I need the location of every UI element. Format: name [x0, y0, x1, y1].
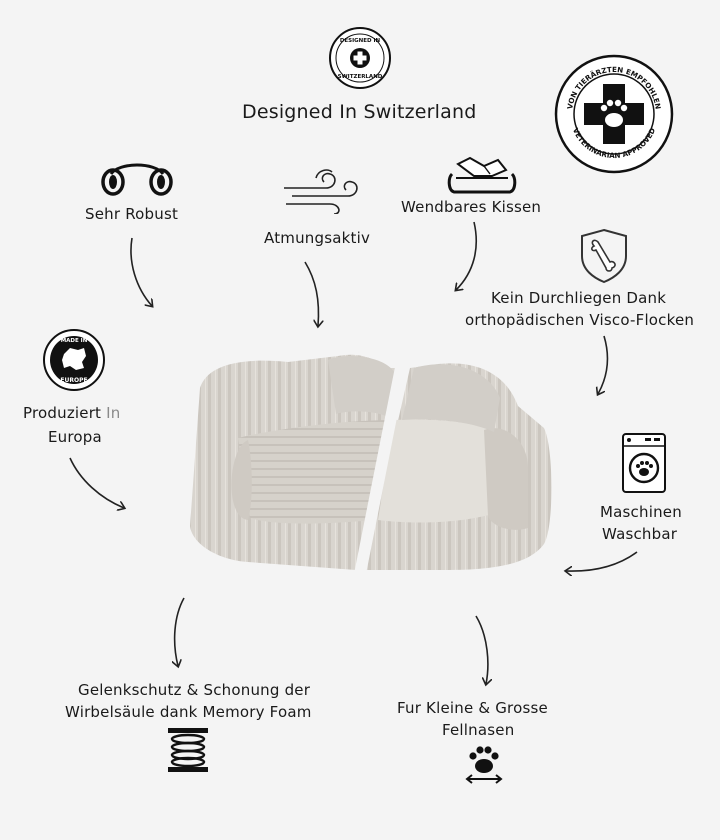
memory-foam-spring-icon [168, 728, 208, 772]
feature-joint-label-2: Wirbelsäule dank Memory Foam [65, 703, 312, 721]
feature-europe-label-1: Produziert In [23, 402, 120, 424]
feature-breathable-label: Atmungsaktiv [264, 229, 371, 247]
arrow-no-sag [598, 335, 609, 394]
arrow-breathable [304, 261, 318, 326]
bed-pillow-icon [447, 156, 517, 194]
feature-no-sag-label-1: Kein Durchliegen Dank [491, 289, 667, 307]
feature-size-label-2: Fellnasen [442, 721, 515, 739]
swiss-badge-bottom-text: SWITZERLAND [338, 74, 383, 80]
arrow-size [475, 615, 488, 684]
feature-washable-label-2: Waschbar [602, 525, 678, 543]
feature-europe-label-1a: Produziert [23, 404, 107, 422]
made-in-top-text: MADE IN [61, 338, 88, 344]
dog-bed-image [190, 354, 552, 574]
feature-joint-label-1: Gelenkschutz & Schonung der [78, 681, 311, 699]
page-title: Designed In Switzerland [242, 101, 477, 123]
arrow-robust [130, 237, 152, 306]
feature-robust-label: Sehr Robust [85, 205, 179, 223]
made-in-bottom-text: EUROPE [60, 377, 87, 384]
feature-reversible-label: Wendbares Kissen [401, 198, 542, 216]
arrow-europe [69, 457, 124, 508]
swiss-badge-top-text: DESIGNED IN [340, 38, 381, 44]
feature-no-sag-label-2: orthopädischen Visco-Flocken [465, 311, 695, 329]
arrow-reversible [456, 221, 478, 290]
dumbbell-icon [101, 163, 173, 196]
bone-shield-icon [581, 228, 627, 284]
wind-icon [284, 169, 358, 214]
arrow-washable [566, 551, 638, 571]
vet-approved-seal-icon: VON TIERÄRZTEN EMPFOHLEN VETERINARIAN AP… [554, 54, 674, 174]
feature-europe-label-1b: In [106, 404, 121, 422]
paw-size-icon [465, 746, 503, 784]
arrow-joint [175, 597, 185, 666]
feature-size-label-1: Fur Kleine & Grosse [397, 699, 548, 717]
feature-europe-label-2: Europa [48, 428, 102, 446]
feature-washable-label-1: Maschinen [600, 503, 682, 521]
washing-machine-icon [622, 433, 666, 493]
swiss-badge-icon: DESIGNED IN SWITZERLAND [329, 27, 391, 89]
made-in-europe-badge-icon: MADE IN EUROPE [43, 329, 105, 391]
